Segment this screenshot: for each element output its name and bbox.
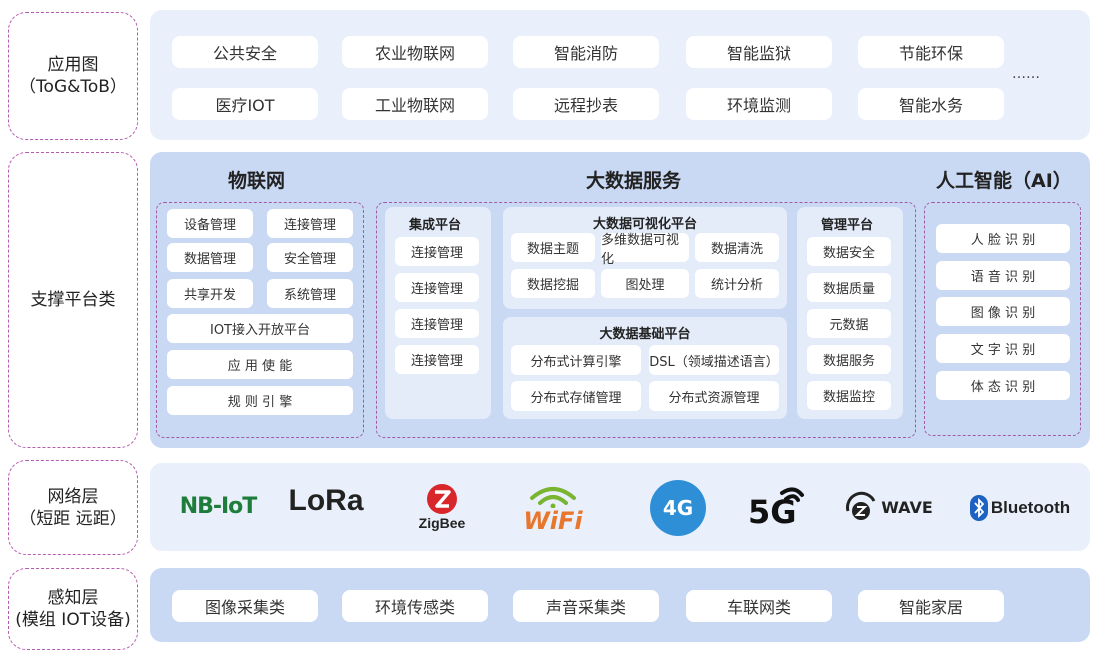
- viz-item: 数据主题: [511, 233, 595, 262]
- iot-wide-item: 规 则 引 擎: [167, 386, 353, 415]
- iot-item: 安全管理: [267, 243, 353, 272]
- bigdata-title: 大数据服务: [586, 170, 682, 192]
- bluetooth-icon: [969, 495, 988, 521]
- mgmt-item: 元数据: [807, 309, 891, 338]
- app-item: 环境监测: [686, 88, 832, 120]
- app-item: 医疗IOT: [172, 88, 318, 120]
- integration-item: 连接管理: [395, 309, 479, 338]
- app-item: 工业物联网: [342, 88, 488, 120]
- iot-item: 连接管理: [267, 209, 353, 238]
- zigbee-text: ZigBee: [418, 515, 466, 531]
- bigdata-group: 集成平台 连接管理 连接管理 连接管理 连接管理 大数据可视化平台 数据主题 多…: [376, 202, 916, 438]
- base-item: DSL（领域描述语言）: [649, 345, 779, 375]
- mgmt-title: 管理平台: [820, 218, 873, 233]
- bluetooth-logo: Bluetooth: [962, 491, 1078, 525]
- base-platform: 大数据基础平台 分布式计算引擎 DSL（领域描述语言） 分布式存储管理 分布式资…: [503, 317, 787, 419]
- zigbee-logo: ZigBee: [408, 475, 476, 539]
- viz-platform: 大数据可视化平台 数据主题 多维数据可视化 数据清洗 数据挖掘 图处理 统计分析: [503, 207, 787, 309]
- row-label-app: 应用图 （ToG&ToB）: [8, 12, 138, 140]
- viz-item: 数据挖掘: [511, 269, 595, 298]
- app-item: 远程抄表: [513, 88, 659, 120]
- ai-item: 文 字 识 别: [936, 334, 1070, 363]
- mgmt-item: 数据服务: [807, 345, 891, 374]
- integration-item: 连接管理: [395, 237, 479, 266]
- app-item: 智能水务: [858, 88, 1004, 120]
- sensing-item: 智能家居: [858, 590, 1004, 622]
- 4g-logo: 4G: [650, 480, 706, 536]
- support-panel: 物联网 设备管理 连接管理 数据管理 安全管理 共享开发 系统管理 IOT接入开…: [150, 152, 1090, 448]
- row-label-support: 支撑平台类: [8, 152, 138, 448]
- bluetooth-text: Bluetooth: [990, 498, 1071, 517]
- integration-item: 连接管理: [395, 345, 479, 374]
- ai-title: 人工智能（AI）: [936, 170, 1072, 192]
- mgmt-item: 数据质量: [807, 273, 891, 302]
- mgmt-item: 数据监控: [807, 381, 891, 410]
- lora-text: LoRa: [288, 484, 364, 517]
- ai-group: 人 脸 识 别 语 音 识 别 图 像 识 别 文 字 识 别 体 态 识 别: [924, 202, 1081, 436]
- app-item: 公共安全: [172, 36, 318, 68]
- wifi-signal-icon: [530, 487, 576, 508]
- zwave-icon: [846, 491, 876, 520]
- iot-wide-item: 应 用 使 能: [167, 350, 353, 379]
- app-panel: 公共安全 农业物联网 智能消防 智能监狱 节能环保 医疗IOT 工业物联网 远程…: [150, 10, 1090, 140]
- integration-item: 连接管理: [395, 273, 479, 302]
- viz-title: 大数据可视化平台: [592, 217, 697, 232]
- iot-title: 物联网: [228, 170, 286, 192]
- app-item: 智能监狱: [686, 36, 832, 68]
- viz-item: 多维数据可视化: [601, 233, 689, 267]
- 5g-logo: 5G: [742, 477, 812, 537]
- base-title: 大数据基础平台: [599, 327, 691, 342]
- lora-logo: LoRa: [284, 479, 368, 523]
- wifi-logo: WiFi: [510, 477, 596, 541]
- app-more-ellipsis: ……: [1012, 66, 1040, 82]
- ai-item: 体 态 识 别: [936, 371, 1070, 400]
- zigbee-icon: [427, 484, 457, 514]
- integration-platform: 集成平台 连接管理 连接管理 连接管理 连接管理: [385, 207, 491, 419]
- nbiot-text: NB-IoT: [179, 493, 258, 519]
- mgmt-item: 数据安全: [807, 237, 891, 266]
- iot-item: 数据管理: [167, 243, 253, 272]
- 5g-signal-icon: [780, 487, 804, 502]
- sensing-item: 图像采集类: [172, 590, 318, 622]
- base-item: 分布式资源管理: [649, 381, 779, 411]
- zwave-text: WAVE: [881, 497, 933, 517]
- row-label-network: 网络层 （短距 远距）: [8, 460, 138, 555]
- viz-item: 统计分析: [695, 269, 779, 298]
- integration-title: 集成平台: [408, 218, 461, 233]
- iot-item: 设备管理: [167, 209, 253, 238]
- ai-item: 语 音 识 别: [936, 261, 1070, 290]
- mgmt-platform: 管理平台 数据安全 数据质量 元数据 数据服务 数据监控: [797, 207, 903, 419]
- sensing-panel: 图像采集类 环境传感类 声音采集类 车联网类 智能家居: [150, 568, 1090, 642]
- zwave-logo: WAVE: [840, 485, 936, 529]
- nbiot-logo: NB-IoT: [176, 489, 260, 523]
- row-label-sensing: 感知层 (模组 IOT设备): [8, 568, 138, 650]
- iot-group: 设备管理 连接管理 数据管理 安全管理 共享开发 系统管理 IOT接入开放平台 …: [156, 202, 364, 438]
- base-item: 分布式存储管理: [511, 381, 641, 411]
- 4g-text: 4G: [662, 496, 694, 520]
- iot-item: 共享开发: [167, 279, 253, 308]
- network-panel: NB-IoT LoRa ZigBee WiFi 4G 5G: [150, 463, 1090, 551]
- sensing-item: 声音采集类: [513, 590, 659, 622]
- base-item: 分布式计算引擎: [511, 345, 641, 375]
- viz-item: 数据清洗: [695, 233, 779, 262]
- sensing-item: 环境传感类: [342, 590, 488, 622]
- 5g-text: 5G: [748, 493, 797, 531]
- ai-item: 人 脸 识 别: [936, 224, 1070, 253]
- app-item: 智能消防: [513, 36, 659, 68]
- app-item: 节能环保: [858, 36, 1004, 68]
- ai-item: 图 像 识 别: [936, 297, 1070, 326]
- viz-item: 图处理: [601, 269, 689, 298]
- iot-wide-item: IOT接入开放平台: [167, 314, 353, 343]
- wifi-text: WiFi: [523, 507, 583, 535]
- iot-item: 系统管理: [267, 279, 353, 308]
- app-item: 农业物联网: [342, 36, 488, 68]
- sensing-item: 车联网类: [686, 590, 832, 622]
